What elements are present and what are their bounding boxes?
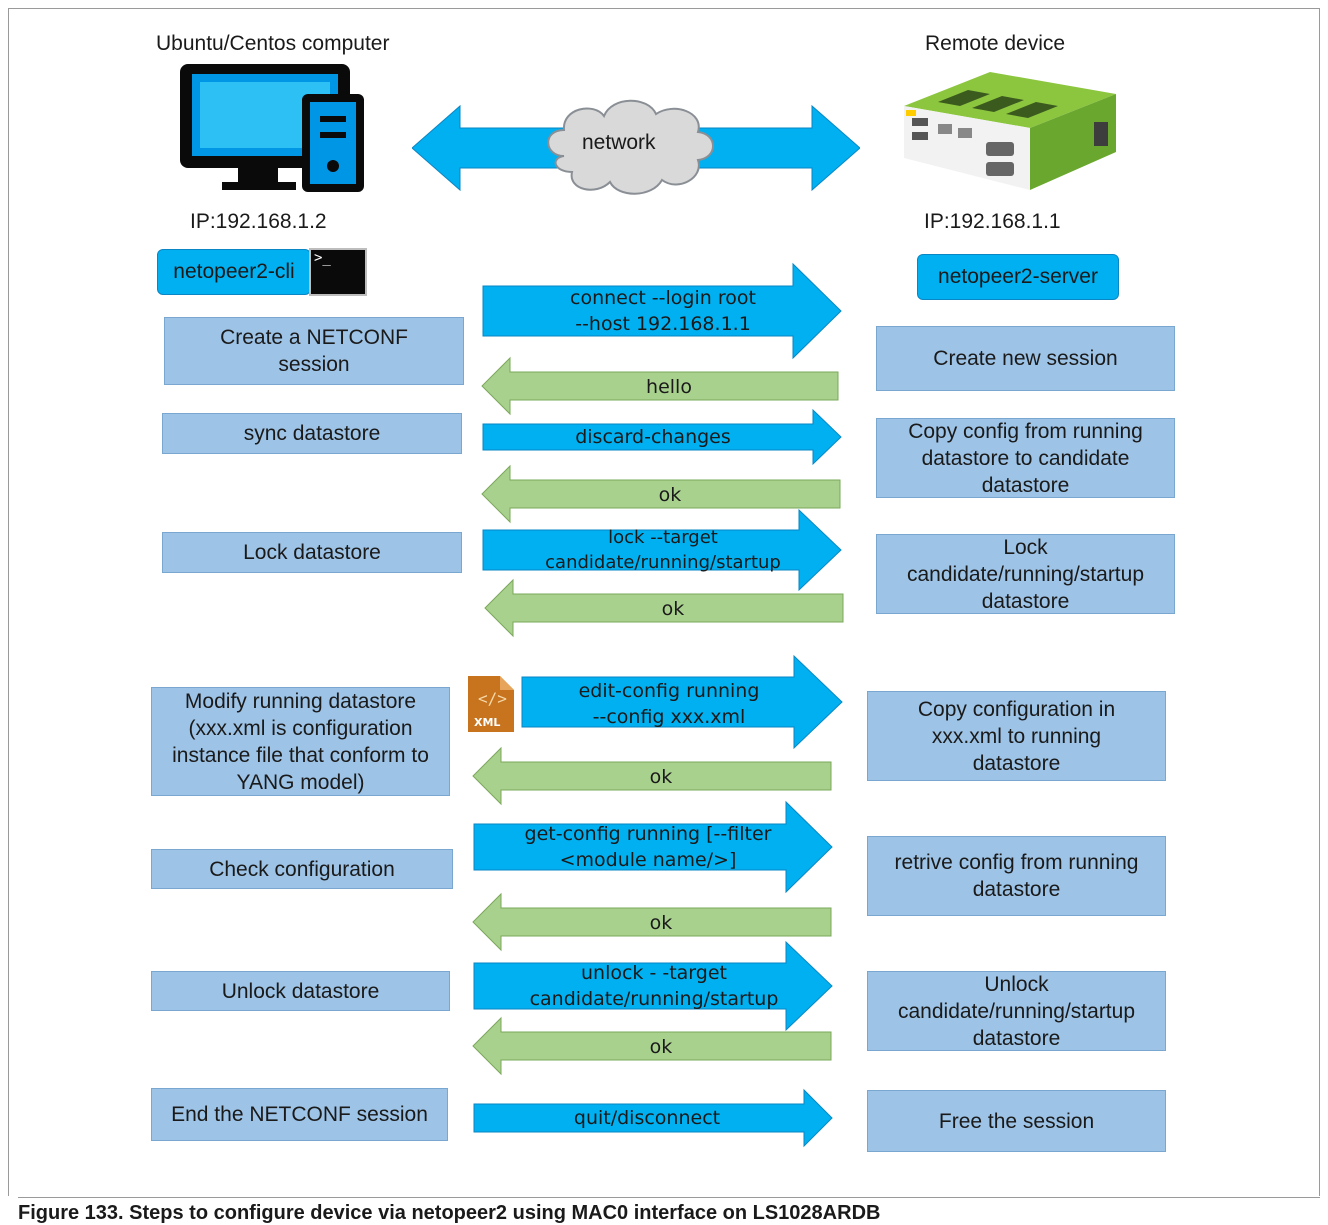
response-label-6: ok xyxy=(649,1036,673,1058)
server-step-5: retrive config from running datastore xyxy=(867,836,1166,916)
server-step-4: Copy configuration in xxx.xml to running… xyxy=(867,691,1166,781)
server-ip: IP:192.168.1.1 xyxy=(924,210,1061,233)
request-arrow-7 xyxy=(473,1088,833,1148)
client-step-2: sync datastore xyxy=(162,413,462,454)
request-label-4: edit-config running --config xxx.xml xyxy=(578,680,760,728)
request-label-1: connect --login root --host 192.168.1.1 xyxy=(570,286,756,335)
response-label-4: ok xyxy=(649,766,673,788)
request-arrow-4 xyxy=(521,654,843,750)
client-step-6: Unlock datastore xyxy=(151,971,450,1011)
request-arrow-2 xyxy=(482,408,842,466)
server-step-6: Unlock candidate/running/startup datasto… xyxy=(867,971,1166,1051)
server-step-7: Free the session xyxy=(867,1090,1166,1152)
request-label-5: get-config running [--filter <module nam… xyxy=(524,823,772,871)
client-step-4: Modify running datastore (xxx.xml is con… xyxy=(151,687,450,796)
client-step-3: Lock datastore xyxy=(162,532,462,573)
request-label-6: unlock - -target candidate/running/start… xyxy=(529,962,779,1010)
server-title: Remote device xyxy=(925,32,1066,55)
netopeer2-server-label: netopeer2-server xyxy=(917,254,1119,300)
response-label-2: ok xyxy=(658,484,682,506)
netopeer2-cli-label: netopeer2-cli xyxy=(157,249,311,295)
figure-frame xyxy=(8,8,1320,1196)
request-arrow-5 xyxy=(473,800,833,894)
request-label-2: discard-changes xyxy=(575,426,731,448)
response-arrow-6 xyxy=(472,1016,832,1076)
xml-icon-text: XML xyxy=(474,716,500,729)
client-ip: IP:192.168.1.2 xyxy=(190,210,327,233)
request-arrow-3 xyxy=(482,508,842,592)
network-label: network xyxy=(582,131,656,154)
response-label-5: ok xyxy=(649,912,673,934)
svg-text:</>: </> xyxy=(478,689,507,708)
request-arrow-6 xyxy=(473,940,833,1032)
response-arrow-4 xyxy=(472,746,832,806)
cloud-icon xyxy=(547,99,714,195)
response-arrow-1 xyxy=(481,356,839,416)
request-label-7: quit/disconnect xyxy=(573,1107,721,1129)
terminal-icon: >_ xyxy=(309,248,367,296)
request-label-3: lock --target candidate/running/startup xyxy=(545,527,781,573)
client-step-1: Create a NETCONF session xyxy=(164,317,464,385)
xml-file-icon: </> XML xyxy=(468,676,514,732)
figure-caption: Figure 133. Steps to configure device vi… xyxy=(18,1197,1320,1225)
response-arrow-3 xyxy=(484,578,844,638)
response-arrow-2 xyxy=(481,464,841,524)
client-step-5: Check configuration xyxy=(151,849,453,889)
computer-icon xyxy=(180,64,364,192)
response-label-3: ok xyxy=(661,598,685,620)
response-label-1: hello xyxy=(646,376,692,398)
remote-device-icon xyxy=(904,72,1116,190)
client-title: Ubuntu/Centos computer xyxy=(156,32,390,55)
client-step-7: End the NETCONF session xyxy=(151,1088,448,1141)
server-step-2: Copy config from running datastore to ca… xyxy=(876,418,1175,498)
response-arrow-5 xyxy=(472,892,832,952)
server-step-1: Create new session xyxy=(876,326,1175,391)
network-link xyxy=(412,99,860,195)
server-step-3: Lock candidate/running/startup datastore xyxy=(876,534,1175,614)
request-arrow-1 xyxy=(482,262,842,360)
terminal-prompt: >_ xyxy=(314,250,331,266)
